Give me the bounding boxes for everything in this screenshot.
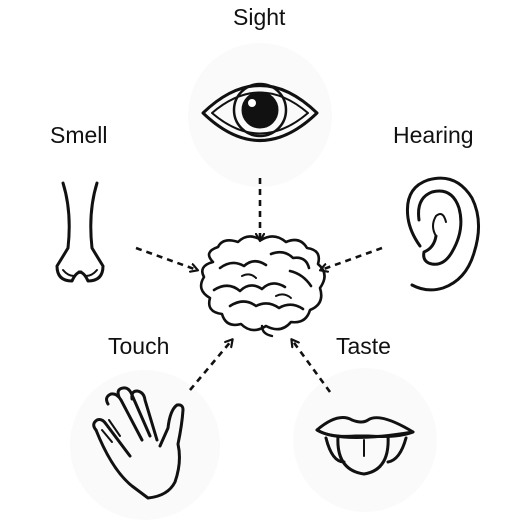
arrow-touch — [189, 340, 232, 391]
touch-label: Touch — [108, 333, 170, 359]
hand-icon — [92, 386, 185, 500]
sight-label: Sight — [233, 4, 286, 30]
mouth-icon — [315, 416, 415, 476]
eye-icon — [201, 82, 319, 142]
ear-icon — [405, 176, 480, 292]
nose-icon — [55, 181, 105, 283]
arrow-smell — [135, 246, 197, 270]
brain-icon — [199, 235, 326, 338]
arrows — [135, 178, 383, 393]
arrow-hearing — [321, 246, 383, 270]
hearing-label: Hearing — [393, 122, 474, 148]
taste-label: Taste — [336, 333, 391, 359]
smell-label: Smell — [50, 122, 108, 148]
